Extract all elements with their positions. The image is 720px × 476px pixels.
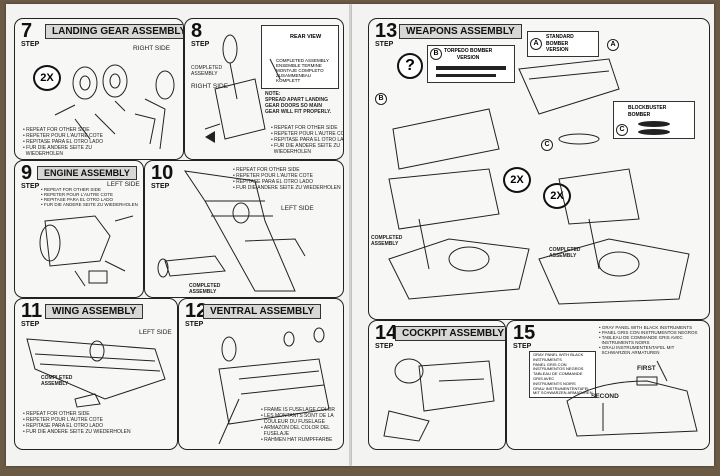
step-8-number: 8	[191, 20, 203, 42]
step-11-title: WING ASSEMBLY	[45, 304, 144, 319]
step-10-label: STEP	[151, 183, 170, 190]
landing-gear-install-drawing	[204, 34, 281, 143]
step-11-repeat-note: • REPEAT FOR OTHER SIDE • REPETER POUR L…	[23, 411, 131, 435]
step-15-label: STEP	[513, 343, 532, 350]
step-7-title: LANDING GEAR ASSEMBLY	[45, 24, 183, 39]
step-13-panel: 13 STEP WEAPONS ASSEMBLY ? B TORPEDO BOM…	[368, 18, 710, 320]
step-8-rear-view: REAR VIEW COMPLETED ASSEMBLY ENSEMBLE TE…	[261, 25, 339, 89]
blockbuster-label: BLOCKBUSTER BOMBER	[628, 105, 667, 118]
step-14-panel: 14 STEP COCKPIT ASSEMBLY	[368, 320, 506, 450]
step-11-side: LEFT SIDE	[139, 329, 172, 336]
letter-c-marker: C	[541, 139, 553, 151]
step-13-multiplier-b: 2X	[503, 167, 531, 193]
step-14-number: 14	[375, 322, 398, 344]
step-12-label: STEP	[185, 321, 204, 328]
step-7-side: RIGHT SIDE	[133, 45, 171, 52]
step-9-label: STEP	[21, 183, 40, 190]
step-13-multiplier-c: 2X	[543, 183, 571, 209]
cockpit-panel-drawing	[566, 360, 698, 437]
step-13-label: STEP	[375, 41, 394, 48]
engine-drawing	[39, 215, 134, 287]
step-15-first: FIRST	[637, 365, 656, 372]
step-15-panel-note: • GRAY PANEL WITH BLACK INSTRUMENTS • PA…	[599, 325, 698, 355]
step-10-repeat-note: • REPEAT FOR OTHER SIDE • REPETER POUR L…	[233, 167, 341, 191]
torpedo-version-label: TORPEDO BOMBER VERSION	[444, 48, 493, 61]
wing-assembly-drawing	[26, 338, 166, 408]
step-9-number: 9	[21, 162, 33, 184]
step-8-label: STEP	[191, 41, 210, 48]
step-8-repeat-note: • REPEAT FOR OTHER SIDE • REPETER POUR L…	[271, 125, 344, 155]
blockbuster-box: BLOCKBUSTER BOMBER C	[613, 101, 695, 139]
step-12-panel: 12 STEP VENTRAL ASSEMBLY • FRAME IS FUSE…	[178, 298, 344, 450]
step-15-second: SECOND	[591, 393, 619, 400]
landing-gear-drawing	[54, 64, 175, 150]
standard-version-label: STANDARD BOMBER VERSION	[546, 34, 574, 53]
step-12-title: VENTRAL ASSEMBLY	[203, 304, 322, 319]
step-8-panel: 8 STEP RIGHT SIDE COMPLETED ASSEMBLY REA…	[184, 18, 344, 160]
step-10-completed-label: COMPLETED ASSEMBLY	[189, 283, 221, 295]
step-9-side: LEFT SIDE	[107, 181, 140, 188]
step-13-completed-b: COMPLETED ASSEMBLY	[371, 235, 403, 247]
torpedo-version-box: B TORPEDO BOMBER VERSION	[427, 45, 515, 83]
step-10-number: 10	[151, 162, 174, 184]
weapons-drawing	[388, 58, 690, 305]
step-10-side: LEFT SIDE	[281, 205, 314, 212]
step-8-side: RIGHT SIDE	[191, 83, 229, 90]
step-9-panel: 9 STEP ENGINE ASSEMBLY LEFT SIDE • REPEA…	[14, 160, 144, 298]
cockpit-drawing	[383, 358, 495, 442]
torpedo-icon	[436, 66, 506, 77]
step-7-multiplier: 2X	[33, 65, 61, 91]
step-14-title: COCKPIT ASSEMBLY	[395, 326, 505, 341]
blockbuster-letter-c: C	[616, 124, 628, 136]
step-15-panel: 15 STEP • GRAY PANEL WITH BLACK INSTRUME…	[506, 320, 710, 450]
standard-version-box: A STANDARD BOMBER VERSION	[527, 31, 599, 57]
page-gutter	[349, 4, 353, 466]
torpedo-letter-b: B	[430, 48, 442, 60]
step-8-completed-label: COMPLETED ASSEMBLY	[191, 65, 223, 77]
step-10-panel: 10 STEP • REPEAT FOR OTHER SIDE • REPETE…	[144, 160, 344, 298]
step-15-callout: GRAY PANEL WITH BLACK INSTRUMENTS PANEL …	[529, 351, 597, 399]
step-11-panel: 11 STEP WING ASSEMBLY LEFT SIDE COMPLETE…	[14, 298, 178, 450]
step-13-title: WEAPONS ASSEMBLY	[399, 24, 522, 39]
step-9-repeat-note: • REPEAT FOR OTHER SIDE • REPETER POUR L…	[41, 187, 138, 207]
step-7-repeat-note: • REPEAT FOR OTHER SIDE • REPETER POUR L…	[23, 127, 104, 157]
step-13-completed-c: COMPLETED ASSEMBLY	[549, 247, 581, 259]
step-8-warning: NOTE: SPREAD APART LANDING GEAR DOORS SO…	[265, 91, 332, 115]
step-7-label: STEP	[21, 41, 40, 48]
step-7-panel: 7 STEP LANDING GEAR ASSEMBLY RIGHT SIDE …	[14, 18, 184, 160]
step-9-title: ENGINE ASSEMBLY	[37, 166, 137, 180]
step-8-completed-multilang: COMPLETED ASSEMBLY ENSEMBLE TERMINE MONT…	[276, 58, 329, 83]
bomb-icon	[638, 121, 670, 135]
step-12-frame-note: • FRAME IS FUSELAGE COLOR • LES MONTANTS…	[261, 407, 335, 443]
step-11-label: STEP	[21, 321, 40, 328]
letter-a-marker: A	[607, 39, 619, 51]
wing-engine-drawing	[157, 170, 306, 292]
step-8-rear-view-label: REAR VIEW	[290, 34, 322, 40]
letter-b-marker: B	[375, 93, 387, 105]
step-11-number: 11	[21, 300, 43, 322]
question-mark-icon: ?	[397, 53, 423, 79]
step-13-number: 13	[375, 20, 398, 42]
step-7-number: 7	[21, 20, 33, 42]
step-15-number: 15	[513, 322, 536, 344]
step-12-number: 12	[185, 300, 208, 322]
standard-letter-a: A	[530, 38, 542, 50]
ventral-assembly-drawing	[218, 327, 330, 445]
step-14-label: STEP	[375, 343, 394, 350]
